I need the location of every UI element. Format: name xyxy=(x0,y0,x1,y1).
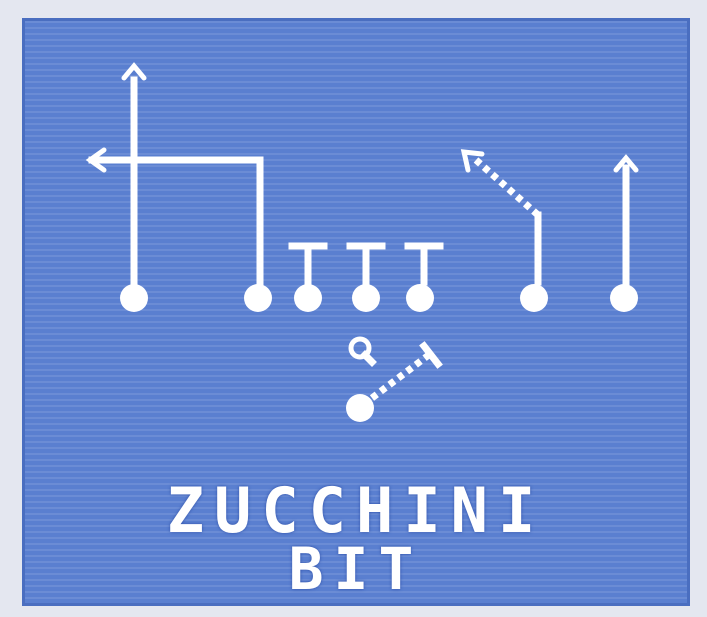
player-dot xyxy=(244,284,272,312)
quarterback xyxy=(351,339,372,362)
player-dot xyxy=(346,394,374,422)
lineman-dot xyxy=(294,284,322,312)
arrow-up-icon xyxy=(124,66,144,78)
lineman-dot xyxy=(406,284,434,312)
offensive-line xyxy=(292,246,440,312)
route-line-dashed xyxy=(372,354,430,398)
lineman-dot xyxy=(352,284,380,312)
player-dot xyxy=(520,284,548,312)
play-title-line-1: ZUCCHINI xyxy=(22,480,690,542)
receiver-left-go-route xyxy=(120,66,148,312)
route-line-dashed xyxy=(476,160,538,215)
play-title-line-2: BIT xyxy=(22,540,690,598)
receiver-slot-out-route xyxy=(90,150,272,312)
player-dot xyxy=(120,284,148,312)
receiver-right-go-route xyxy=(610,158,638,312)
tight-end-route xyxy=(464,152,548,312)
player-dot xyxy=(610,284,638,312)
